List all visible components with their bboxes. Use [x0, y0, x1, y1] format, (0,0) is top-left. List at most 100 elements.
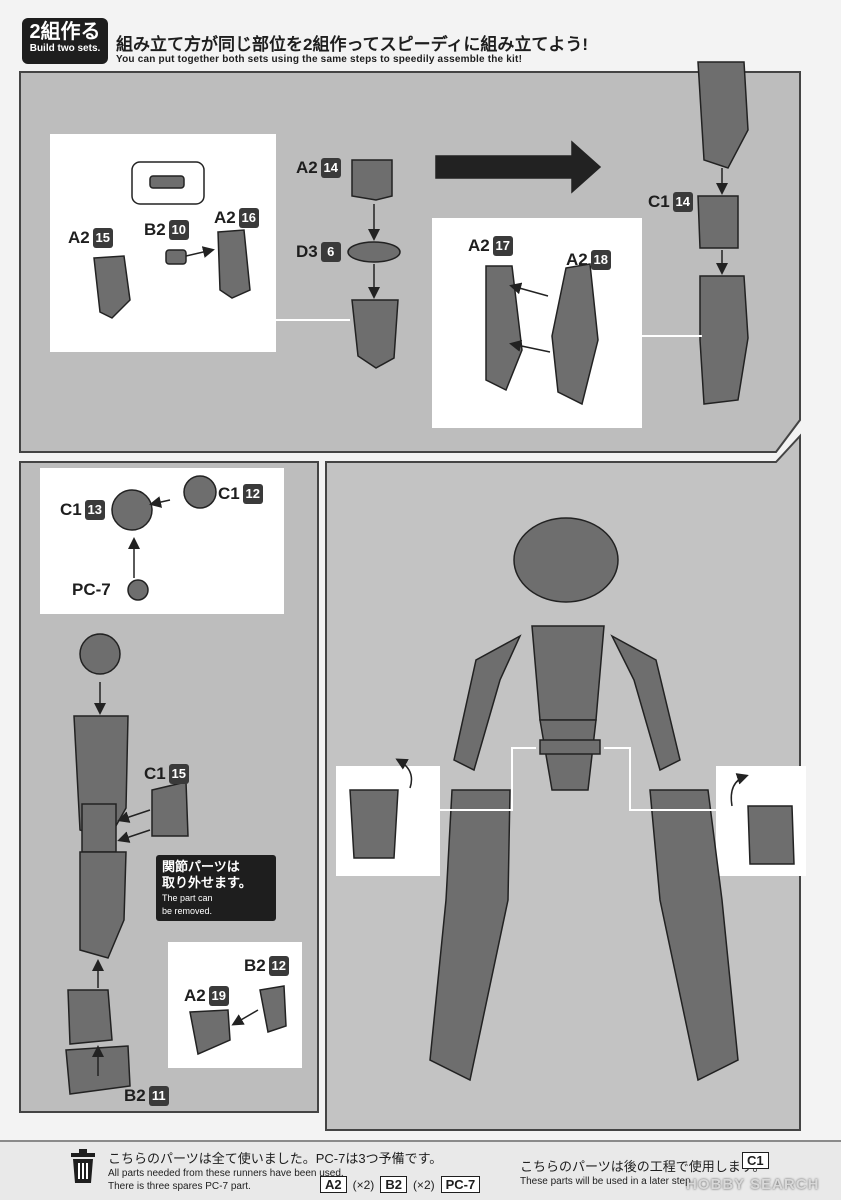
runner-name: PC-7 — [72, 580, 111, 599]
step-badge: 2組作る Build two sets. — [22, 18, 108, 64]
footer-used-en-1: All parts needed from these runners have… — [108, 1168, 344, 1179]
runner-name: A2 — [296, 158, 318, 177]
part-number: 14 — [320, 158, 341, 178]
label-a2-15: A2 15 — [68, 228, 113, 248]
runner-name: C1 — [648, 192, 670, 211]
figure-torso — [531, 625, 605, 721]
part-number: 16 — [238, 208, 259, 228]
runner-name: C1 — [60, 500, 82, 519]
part-number: 19 — [208, 986, 229, 1006]
part-a2-15 — [93, 255, 131, 319]
label-b2-11: B2 11 — [124, 1086, 169, 1106]
part-a2-18 — [551, 263, 599, 406]
footer-bar — [0, 1140, 841, 1200]
label-c1-12: C1 12 — [218, 484, 263, 504]
label-c1-15: C1 15 — [144, 764, 189, 784]
label-a2-17: A2 17 — [468, 236, 513, 256]
part-a2-16 — [217, 229, 251, 299]
knee-cap-part — [351, 299, 399, 369]
step-badge-en: Build two sets. — [29, 43, 101, 54]
footer-used-notice: こちらのパーツは全て使いました。PC-7は3つ予備です。 All parts n… — [108, 1148, 442, 1193]
part-number: 13 — [84, 500, 105, 520]
big-arrow-icon — [435, 140, 602, 194]
runner-name: B2 — [124, 1086, 146, 1105]
part-c1-15 — [151, 781, 189, 837]
part-number: 17 — [492, 236, 513, 256]
part-pc7 — [127, 579, 149, 601]
part-b2-12 — [259, 985, 287, 1033]
footer-used-en-2: There is three spares PC-7 part. — [108, 1181, 251, 1192]
runner-tag-pc7: PC-7 — [440, 1176, 481, 1193]
runner-name: A2 — [468, 236, 490, 255]
joint-note-jp-1: 関節パーツは — [162, 859, 240, 874]
runner-name: B2 — [244, 956, 266, 975]
footer-later-notice: こちらのパーツは後の工程で使用します。 These parts will be … — [520, 1156, 765, 1188]
upper-shin-part — [697, 61, 749, 169]
runner-name: D3 — [296, 242, 318, 261]
runner-name: B2 — [144, 220, 166, 239]
runner-name: A2 — [68, 228, 90, 247]
runner-name: A2 — [214, 208, 236, 227]
figure-left-leg — [429, 789, 511, 1082]
label-a2-19: A2 19 — [184, 986, 229, 1006]
runner-name: A2 — [566, 250, 588, 269]
ankle-pin-detail — [149, 175, 185, 189]
runner-tag-b2: B2 — [380, 1176, 407, 1193]
lower-shin-part — [699, 275, 749, 405]
footer-used-jp: こちらのパーツは全て使いました。PC-7は3つ予備です。 — [108, 1151, 443, 1166]
rotate-left-part — [349, 789, 399, 859]
part-number: 12 — [242, 484, 263, 504]
part-number: 6 — [320, 242, 341, 262]
part-d3-6 — [347, 241, 401, 263]
figure-hip-bar — [539, 739, 601, 755]
part-b2-10 — [165, 249, 187, 265]
instruction-jp: 組み立て方が同じ部位を2組作ってスピーディに組み立てよう! — [116, 35, 589, 54]
figure-left-arm — [453, 634, 522, 772]
runner-name: C1 — [144, 764, 166, 783]
hip-joint-assembled — [79, 633, 121, 675]
label-d3-6: D3 6 — [296, 242, 341, 262]
figure-head — [513, 517, 619, 603]
label-b2-10: B2 10 — [144, 220, 189, 240]
foot-assembled — [67, 989, 113, 1045]
part-illustrations — [65, 61, 795, 1095]
runner-name: C1 — [218, 484, 240, 503]
label-pc7: PC-7 — [72, 580, 111, 600]
lower-leg-part — [79, 851, 127, 959]
used-runner-list: A2 (×2) B2 (×2) PC-7 — [320, 1176, 481, 1193]
runner-count-a2: (×2) — [352, 1177, 375, 1192]
part-number: 11 — [148, 1086, 169, 1106]
runner-name: A2 — [184, 986, 206, 1005]
rotate-right-part — [747, 805, 795, 865]
step-badge-jp: 2組作る — [29, 21, 101, 43]
watermark-logo: HOBBY SEARCH — [686, 1176, 820, 1193]
label-a2-18: A2 18 — [566, 250, 611, 270]
label-b2-12: B2 12 — [244, 956, 289, 976]
joint-note-en-1: The part can — [162, 893, 213, 903]
runner-count-b2: (×2) — [412, 1177, 435, 1192]
joint-note-en-2: be removed. — [162, 906, 213, 916]
footer-later-jp: こちらのパーツは後の工程で使用します。 — [520, 1159, 766, 1174]
part-a2-14 — [351, 159, 393, 201]
label-a2-16: A2 16 — [214, 208, 259, 228]
part-number: 18 — [590, 250, 611, 270]
part-number: 15 — [92, 228, 113, 248]
part-number: 10 — [168, 220, 189, 240]
instruction-en: You can put together both sets using the… — [116, 54, 523, 65]
part-number: 12 — [268, 956, 289, 976]
figure-right-leg — [649, 789, 739, 1082]
runner-tag-a2: A2 — [320, 1176, 347, 1193]
label-c1-14: C1 14 — [648, 192, 693, 212]
part-a2-19 — [189, 1009, 231, 1056]
part-c1-12 — [183, 475, 217, 509]
figure-waist — [539, 719, 597, 791]
label-c1-13: C1 13 — [60, 500, 105, 520]
joint-note-jp-2: 取り外せます。 — [162, 875, 252, 890]
footer-later-en: These parts will be used in a later step… — [520, 1176, 694, 1187]
part-number: 15 — [168, 764, 189, 784]
part-c1-14-drawing — [697, 195, 739, 249]
label-a2-14: A2 14 — [296, 158, 341, 178]
trash-icon — [71, 1149, 95, 1183]
figure-right-arm — [610, 634, 681, 772]
runner-tag-c1: C1 — [742, 1152, 769, 1169]
